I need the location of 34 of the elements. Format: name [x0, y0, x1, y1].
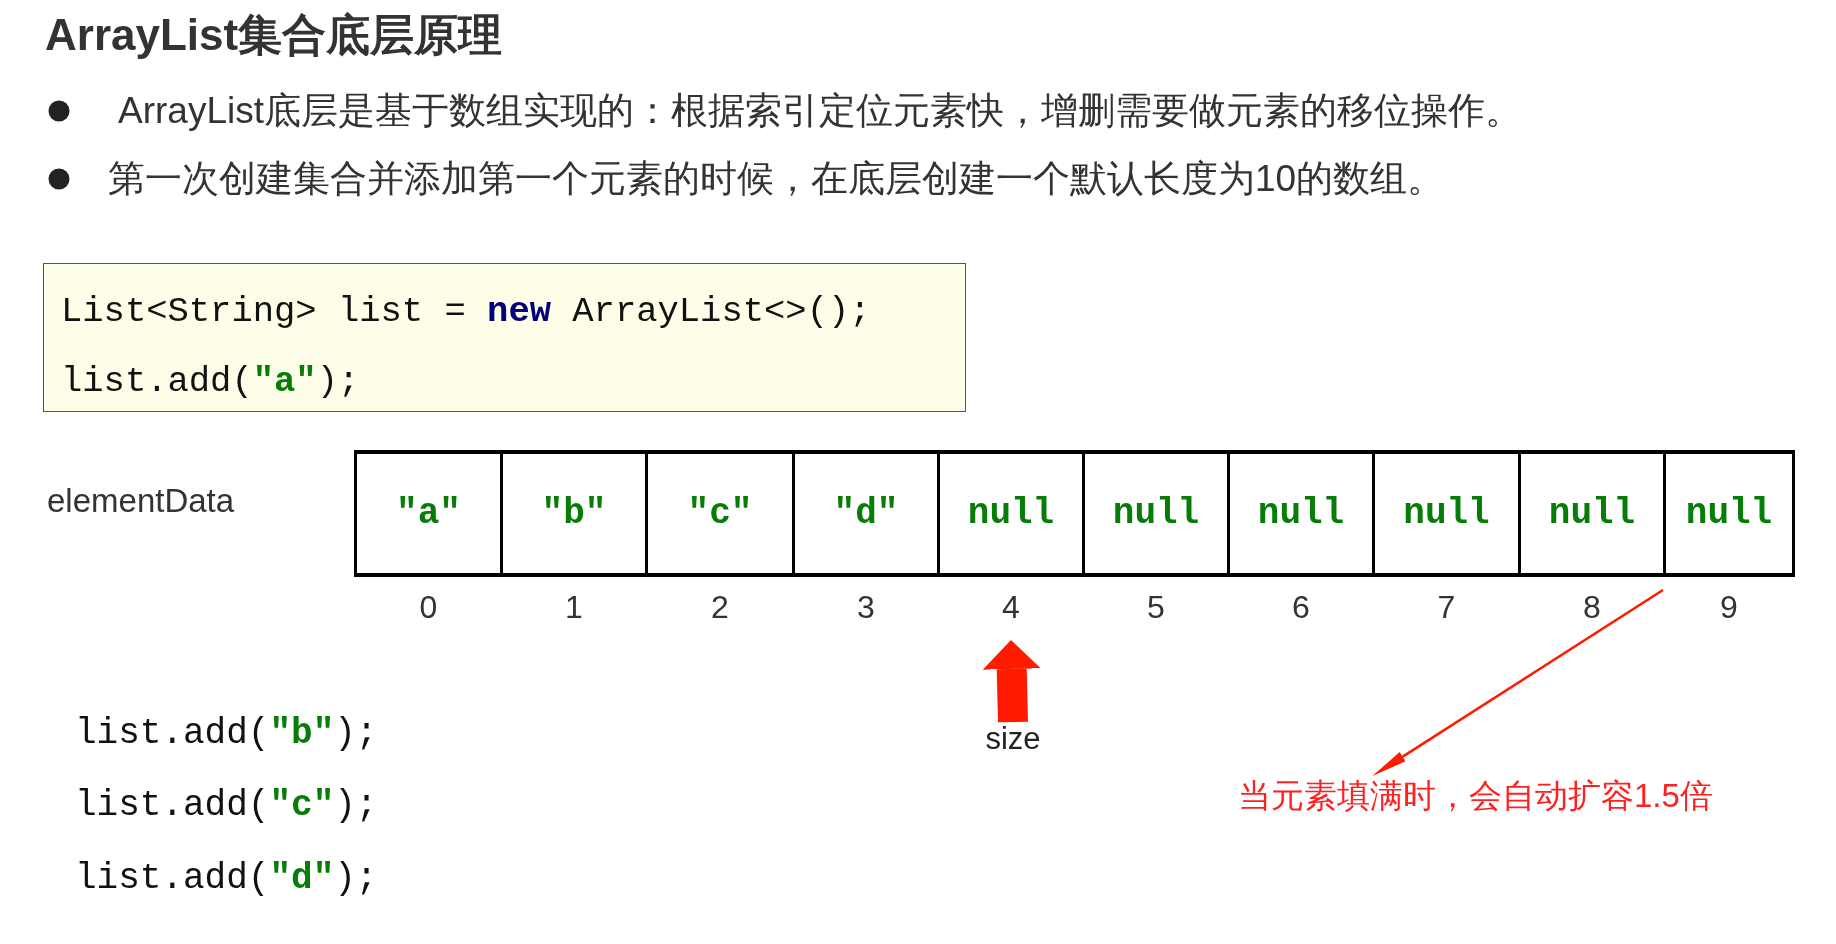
index-label: 6 [1292, 588, 1310, 626]
array-cell: "b" [500, 450, 648, 577]
slide-title: ArrayList集合底层原理 [45, 9, 503, 61]
index-label: 3 [857, 588, 875, 626]
index-label: 5 [1147, 588, 1165, 626]
array-name-label: elementData [47, 481, 235, 521]
array-cell: null [1082, 450, 1230, 577]
code-line: List<String> list = new ArrayList<>(); [61, 291, 871, 333]
block-arrow [982, 640, 1041, 723]
index-label: 0 [419, 588, 438, 626]
code-block [43, 263, 966, 412]
index-label: 7 [1437, 588, 1456, 626]
code-line: list.add("a"); [61, 361, 360, 403]
code-line: list.add("b"); [75, 712, 378, 756]
index-label: 4 [1002, 588, 1020, 626]
bullet-text: ArrayList底层是基于数组实现的：根据索引定位元素快，增删需要做元素的移位操作。 [118, 89, 1522, 133]
array-cell: null [1227, 450, 1375, 577]
array-cell: null [937, 450, 1085, 577]
array-cell: "a" [354, 450, 503, 577]
callout-arrow [1372, 588, 1664, 776]
index-label: 2 [711, 588, 729, 626]
code-line: list.add("c"); [75, 784, 378, 828]
bullet-text: 第一次创建集合并添加第一个元素的时候，在底层创建一个默认长度为10的数组。 [108, 157, 1445, 201]
pointer-label: size [985, 722, 1041, 756]
annotation-text: 当元素填满时，会自动扩容1.5倍 [1238, 776, 1713, 816]
array-cell: null [1518, 450, 1666, 577]
array-cell: "c" [645, 450, 795, 577]
index-label: 8 [1583, 588, 1601, 626]
index-label: 9 [1720, 588, 1738, 626]
array-cell: "d" [792, 450, 940, 577]
array-cell: null [1663, 450, 1795, 577]
code-line: list.add("d"); [75, 857, 378, 901]
index-label: 1 [565, 588, 583, 626]
array-cell: null [1372, 450, 1521, 577]
